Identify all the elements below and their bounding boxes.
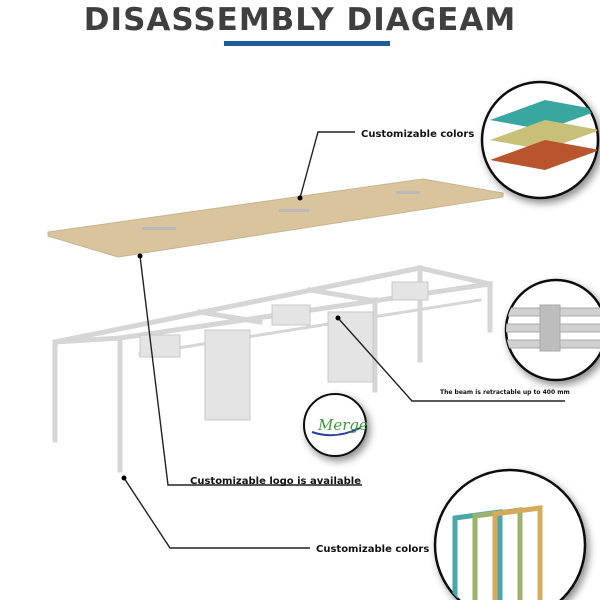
beam-detail-circle (504, 278, 600, 382)
logo-text: Merge (317, 416, 368, 434)
frame-colors-circle (433, 468, 587, 600)
callout-lines (123, 131, 565, 549)
table-frame (52, 265, 493, 473)
swatch-teal (490, 100, 598, 130)
callout-frame-colors: Customizable colors (316, 544, 429, 555)
logo-circle: Merge (303, 393, 368, 457)
callout-dots (121, 195, 341, 481)
tabletop-colors-circle (480, 80, 600, 200)
callout-top-colors: Customizable colors (361, 129, 474, 140)
cable-grommets (142, 191, 420, 230)
tabletop (47, 178, 504, 258)
callout-beam: The beam is retractable up to 400 mm (440, 389, 570, 396)
swatch-rust (490, 140, 598, 170)
swatch-olive (490, 120, 598, 150)
callout-logo: Customizable logo is available (190, 476, 361, 487)
page-title: DISASSEMBLY DIAGEAM (83, 2, 517, 38)
title-underline (224, 41, 390, 46)
modesty-panels (139, 281, 429, 421)
